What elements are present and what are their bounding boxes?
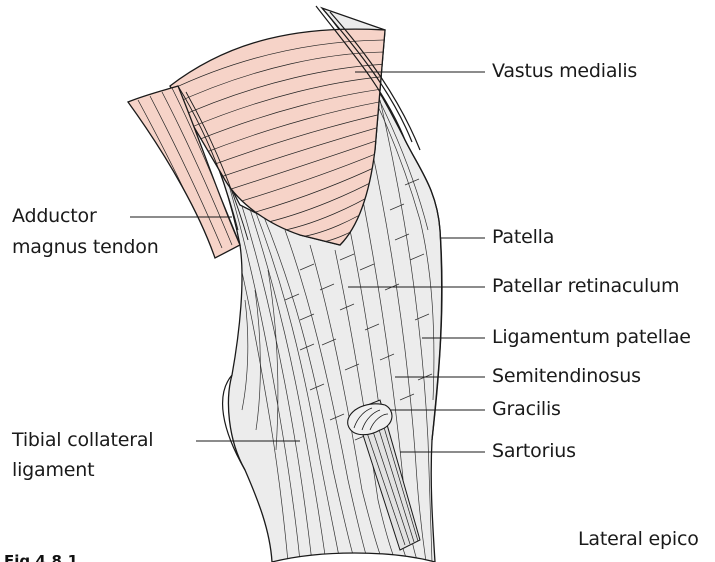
label-gracilis: Gracilis — [492, 397, 561, 422]
label-vastus-medialis: Vastus medialis — [492, 59, 637, 84]
label-ligamentum-patellae: Ligamentum patellae — [492, 325, 691, 350]
label-patella: Patella — [492, 225, 554, 250]
label-adductor-line2: magnus tendon — [12, 235, 159, 260]
label-adductor-line1: Adductor — [12, 204, 97, 229]
label-patellar-retinaculum: Patellar retinaculum — [492, 274, 679, 299]
label-semitendinosus: Semitendinosus — [492, 364, 641, 389]
label-tibial-line1: Tibial collateral — [12, 428, 153, 453]
label-tibial-line2: ligament — [12, 458, 94, 483]
label-lateral-epico: Lateral epico — [578, 527, 699, 552]
figure-number: Fig 4.8.1 — [4, 550, 78, 562]
label-sartorius: Sartorius — [492, 439, 576, 464]
